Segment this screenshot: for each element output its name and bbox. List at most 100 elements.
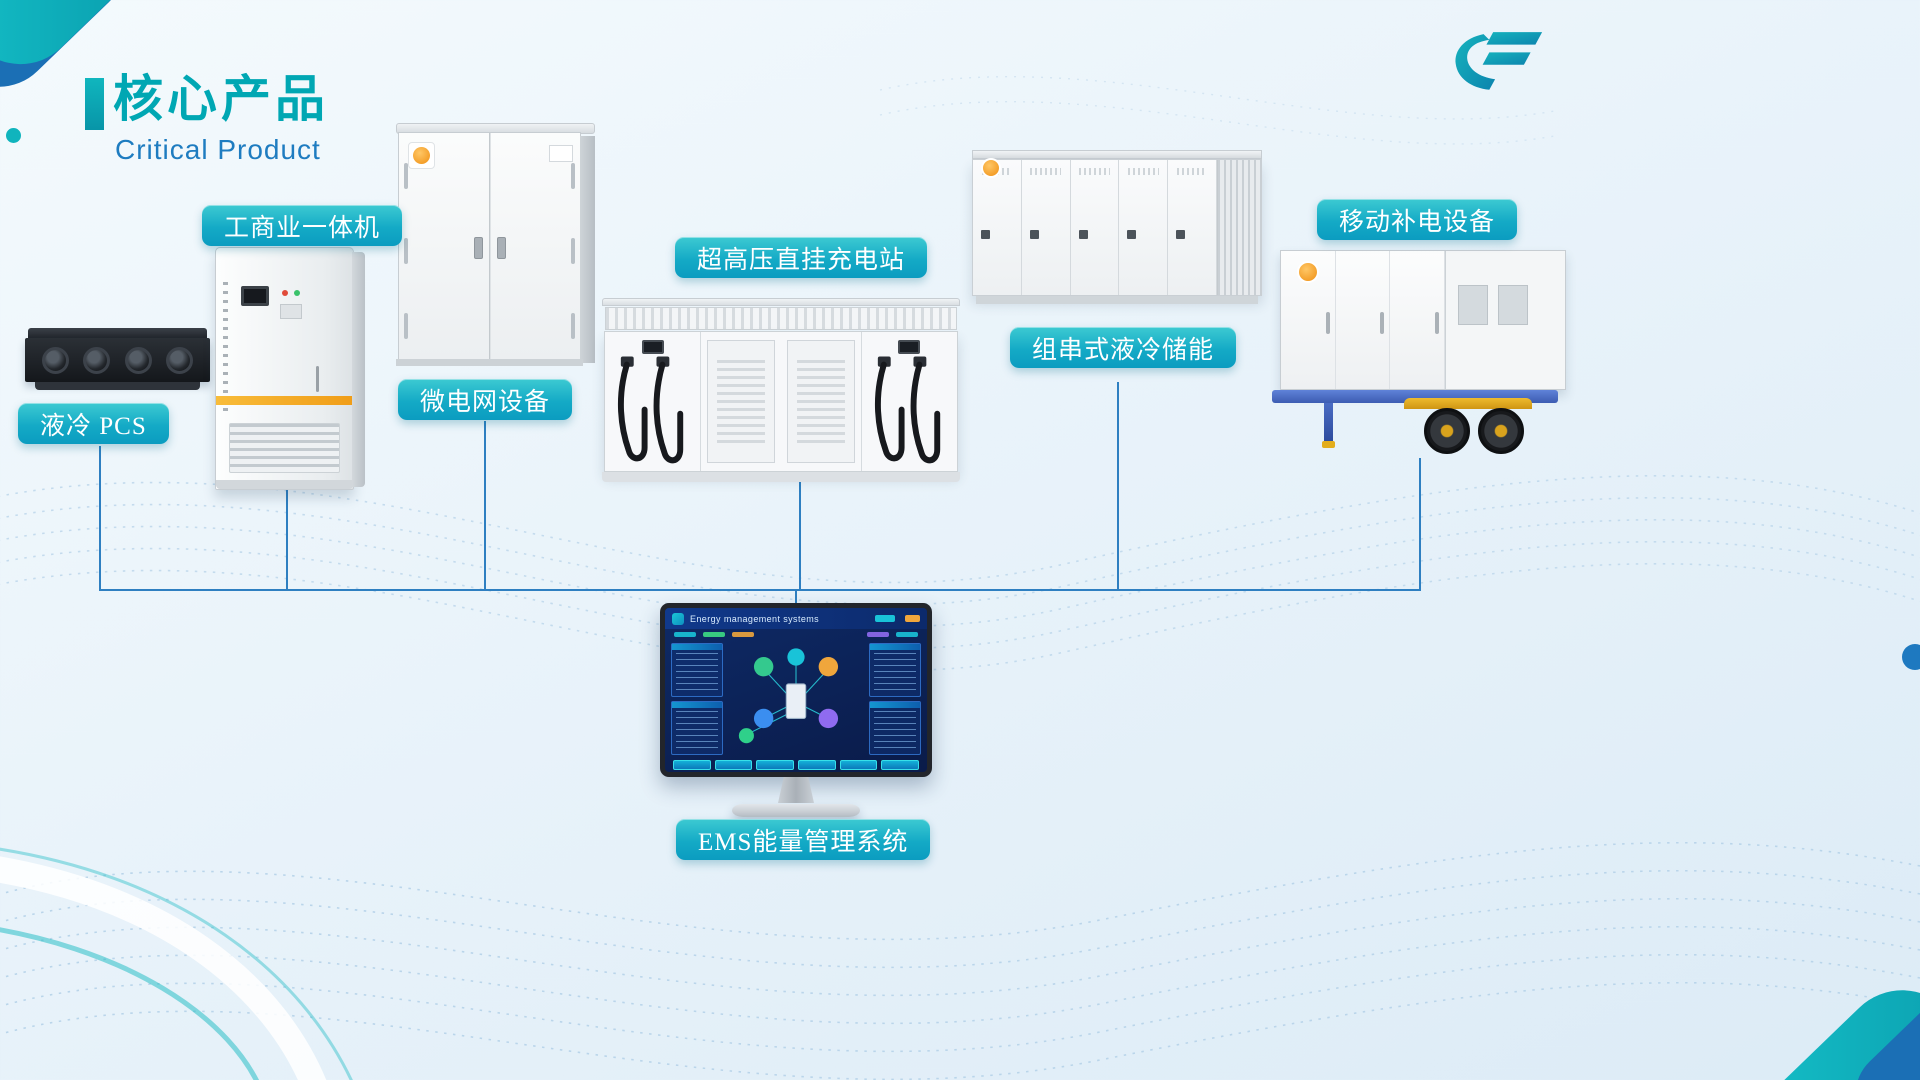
cabinet-screen (241, 286, 269, 306)
monitor-stand-neck (778, 777, 814, 803)
ems-button-row (665, 758, 927, 772)
page-title: 核心产品 (113, 71, 329, 127)
container-body (1280, 250, 1566, 390)
product-label-text: 组串式液冷储能 (1032, 336, 1215, 364)
container-door (1071, 160, 1120, 295)
container-door (973, 160, 1022, 295)
connector-line-charger (799, 482, 801, 591)
charger-bay-right (862, 332, 957, 471)
ems-screen: Energy management systems (665, 608, 927, 772)
brand-mark-icon (1297, 261, 1319, 283)
container-end (1445, 251, 1565, 389)
hinge (571, 163, 575, 189)
door-handle (1127, 230, 1137, 240)
ems-button (798, 760, 836, 771)
control-panel (280, 304, 302, 319)
pcs-top-panel (28, 328, 207, 338)
container-door (1390, 251, 1445, 389)
product-label-charger: 超高压直挂充电站 (675, 237, 928, 278)
ems-monitor: Energy management systems (660, 603, 932, 817)
door-handle (1176, 230, 1186, 240)
ems-panel (869, 643, 921, 698)
product-label-pcs: 液冷 PCS (18, 403, 169, 444)
connector-line-horizontal (100, 589, 1420, 591)
charger-bay-left (605, 332, 700, 471)
vent-strip (223, 282, 228, 412)
fan-icon (165, 346, 193, 374)
ems-panel (671, 643, 723, 698)
string-storage-device (972, 150, 1262, 304)
product-label-microgrid: 微电网设备 (398, 379, 573, 420)
hinge (404, 313, 408, 339)
mobile-device (1272, 250, 1566, 464)
trailer-wheel (1424, 408, 1470, 454)
door-handle (981, 230, 990, 240)
brand-mark-icon (981, 158, 1001, 178)
cabinet-base (216, 480, 353, 489)
ems-logo-icon (672, 612, 684, 625)
connector-line-string (1117, 382, 1119, 591)
label-plate (549, 145, 573, 162)
ems-button (714, 760, 753, 771)
title-block: 核心产品 Critical Product (85, 72, 329, 166)
brand-logo-icon (1455, 32, 1543, 90)
pcs-front-panel (25, 338, 210, 382)
microgrid-device (396, 123, 595, 366)
ems-main-area (665, 640, 927, 758)
header-tag (875, 615, 895, 622)
pcs-base (35, 382, 200, 390)
door-handle (316, 366, 319, 392)
product-label-ems: EMS能量管理系统 (676, 819, 931, 860)
louver-band (605, 307, 957, 330)
container-door (489, 133, 581, 359)
louver-door (786, 340, 855, 463)
trailer-wheel (1478, 408, 1524, 454)
vent-window (1457, 285, 1488, 325)
ems-button (673, 760, 711, 771)
indicator-led-red (282, 290, 288, 296)
wheel-fender (1404, 398, 1532, 409)
product-label-text: 工商业一体机 (224, 214, 381, 242)
connector-line-mobile (1419, 458, 1421, 591)
ems-button (839, 760, 878, 771)
door-handle (1078, 230, 1088, 240)
fan-icon (124, 346, 152, 374)
status-chip (703, 632, 725, 637)
container-door (1281, 251, 1336, 389)
ems-button (756, 760, 795, 771)
container-door (1022, 160, 1071, 295)
orange-stripe (216, 396, 353, 405)
page-subtitle: Critical Product (115, 134, 321, 165)
cabinet-body (215, 247, 354, 490)
status-chip (732, 632, 754, 637)
teal-dot (6, 128, 21, 143)
ventilation-grille (229, 423, 340, 473)
charger-screen (898, 340, 921, 354)
ems-left-panels (671, 643, 723, 756)
title-accent-bar (85, 78, 104, 130)
header-tag (905, 615, 920, 622)
connector-line-pcs (99, 446, 101, 591)
container-body (972, 159, 1262, 296)
container-side (580, 136, 595, 363)
ventilation-panel (1216, 160, 1261, 295)
ems-header-bar: Energy management systems (665, 608, 927, 629)
louver-door (707, 340, 775, 463)
ems-right-panels (869, 643, 921, 756)
container-body (604, 331, 958, 472)
ems-title: Energy management systems (690, 613, 820, 624)
door-latch (496, 236, 506, 259)
connector-line-allinone (286, 490, 288, 591)
product-label-string-storage: 组串式液冷储能 (1010, 327, 1237, 368)
hinge (404, 163, 408, 189)
charger-doors (700, 332, 862, 471)
ems-panel (869, 701, 921, 756)
charging-cables-icon (874, 356, 941, 464)
container-door (1168, 160, 1217, 295)
ems-button (881, 760, 920, 771)
container-doors (1281, 251, 1446, 389)
container-base (976, 296, 1258, 304)
status-chip (867, 632, 889, 637)
ems-topology-diagram (738, 648, 839, 744)
status-chip (674, 632, 696, 637)
